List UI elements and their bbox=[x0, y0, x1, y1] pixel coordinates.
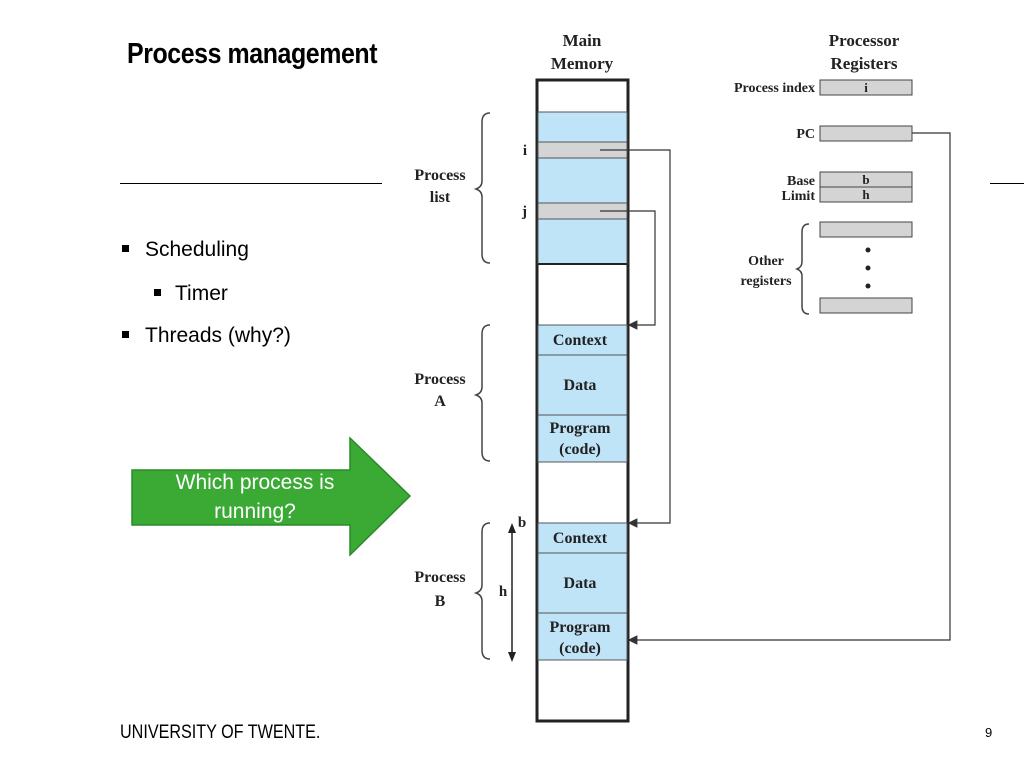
process-a-context-block bbox=[537, 324, 628, 356]
bullet-text: Threads (why?) bbox=[145, 324, 291, 347]
bullet-item: Timer bbox=[154, 282, 228, 306]
process-a-brace bbox=[473, 324, 491, 462]
title-divider-left bbox=[120, 183, 382, 184]
process-b-program-label: Program bbox=[549, 619, 611, 636]
process-a-program-block bbox=[537, 414, 628, 463]
university-logo-text: UNIVERSITY OF TWENTE. bbox=[120, 722, 321, 743]
bullet-item: Threads (why?) bbox=[122, 324, 291, 348]
process-a-data-label: Data bbox=[564, 377, 597, 394]
processor-label-2: Registers bbox=[830, 54, 897, 73]
process-b-brace bbox=[473, 522, 491, 660]
other-register-top bbox=[819, 221, 913, 238]
bullet-square-icon bbox=[122, 244, 129, 252]
main-memory-label-1: Main bbox=[563, 31, 602, 50]
pointer-i-to-process-b bbox=[600, 149, 671, 528]
process-list-label-2: list bbox=[430, 189, 451, 206]
slide-title: Process management bbox=[127, 38, 378, 70]
callout-arrow-shape bbox=[131, 436, 412, 557]
main-memory-label-2: Memory bbox=[551, 54, 614, 73]
bullet-item: Scheduling bbox=[122, 238, 249, 262]
bullet-square-icon bbox=[154, 288, 161, 296]
limit-label: Limit bbox=[782, 189, 816, 204]
title-divider-right bbox=[990, 183, 1024, 184]
process-b-context-block bbox=[537, 522, 628, 554]
row-label-h: h bbox=[499, 584, 508, 600]
process-b-data-block bbox=[537, 552, 628, 614]
process-b-program-block bbox=[537, 612, 628, 661]
arrow-up-icon bbox=[508, 523, 516, 533]
base-value: b bbox=[862, 172, 869, 187]
process-b-data-label: Data bbox=[564, 575, 597, 592]
process-b-code-label: (code) bbox=[559, 640, 601, 657]
process-a-code-label: (code) bbox=[559, 441, 601, 458]
row-label-j: j bbox=[521, 204, 527, 220]
row-label-i: i bbox=[523, 143, 527, 159]
process-index-register bbox=[819, 79, 913, 96]
pointer-pc-to-program bbox=[627, 132, 951, 645]
processor-label-1: Processor bbox=[829, 31, 900, 50]
limit-register bbox=[819, 186, 913, 203]
process-a-data-block bbox=[537, 354, 628, 416]
memory-block bbox=[537, 218, 628, 265]
process-a-label-1: Process bbox=[414, 371, 465, 388]
row-label-b: b bbox=[518, 515, 526, 531]
bullet-text: Scheduling bbox=[145, 238, 249, 261]
process-b-label-2: B bbox=[435, 593, 446, 610]
ellipsis-dot bbox=[865, 265, 871, 271]
process-b-context-label: Context bbox=[553, 530, 608, 547]
other-register-bottom bbox=[819, 297, 913, 314]
pc-label: PC bbox=[796, 127, 815, 142]
bullet-text: Timer bbox=[175, 282, 228, 305]
callout-text: Which process is running? bbox=[175, 471, 335, 523]
arrow-down-icon bbox=[508, 652, 516, 662]
ellipsis-dot bbox=[865, 247, 871, 253]
base-label: Base bbox=[787, 174, 815, 189]
process-index-label: Process index bbox=[734, 81, 815, 96]
other-registers-label-2: registers bbox=[740, 274, 792, 289]
other-registers-label-1: Other bbox=[748, 254, 784, 269]
process-a-label-2: A bbox=[434, 393, 446, 410]
limit-value: h bbox=[862, 187, 870, 202]
process-a-program-label: Program bbox=[549, 420, 611, 437]
bullet-square-icon bbox=[122, 330, 129, 338]
pc-register bbox=[819, 125, 913, 142]
process-index-value: i bbox=[864, 80, 868, 95]
pointer-j-to-process-a bbox=[600, 210, 656, 330]
other-registers-brace bbox=[794, 223, 810, 315]
process-b-label-1: Process bbox=[414, 569, 465, 586]
process-list-brace bbox=[473, 112, 491, 264]
process-a-context-label: Context bbox=[553, 332, 608, 349]
ellipsis-dot bbox=[865, 283, 871, 289]
process-list-label-1: Process bbox=[414, 167, 465, 184]
page-number: 9 bbox=[985, 725, 993, 740]
memory-block bbox=[537, 157, 628, 204]
memory-block bbox=[537, 111, 628, 143]
